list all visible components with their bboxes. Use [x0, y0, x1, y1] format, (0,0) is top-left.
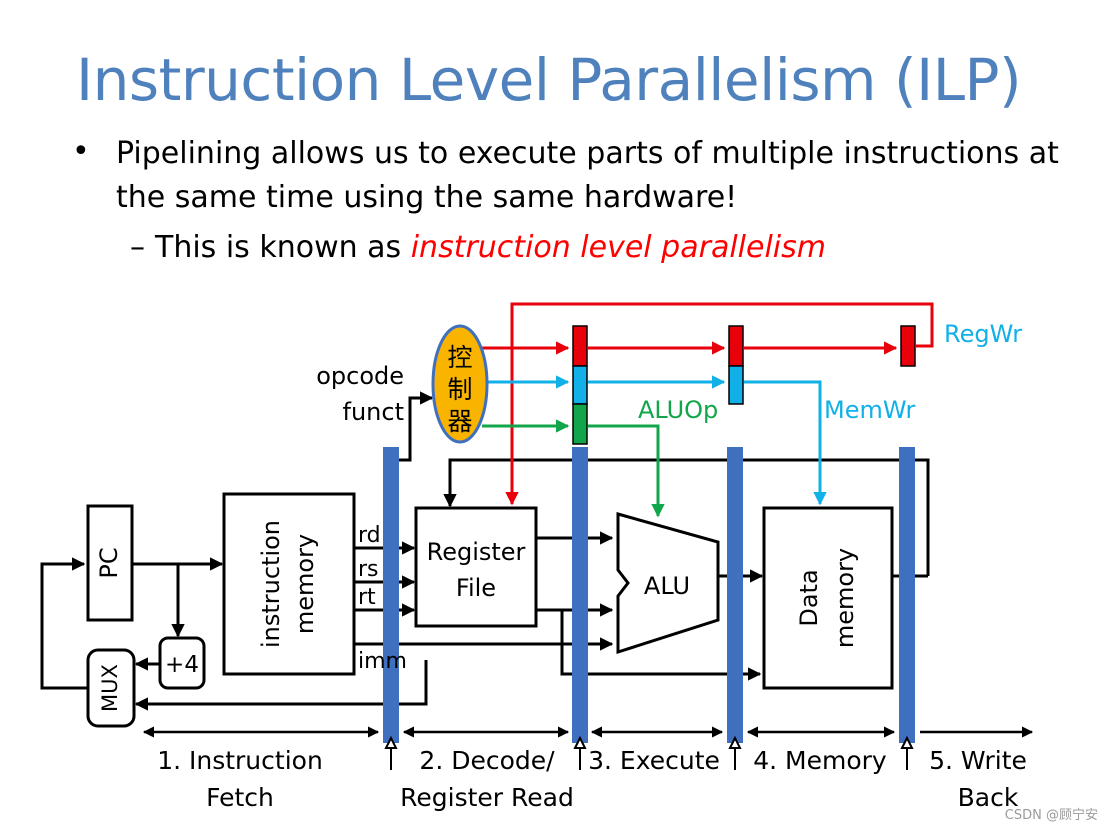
control-unit: 控 制 器: [431, 324, 489, 444]
sub-bullet-prefix: This is known as: [155, 230, 411, 265]
latch-aluop-ex: [572, 403, 588, 445]
pipeline-register-id-ex: [572, 447, 588, 743]
imm-label: imm: [358, 649, 407, 674]
rt-label: rt: [358, 585, 376, 610]
control-unit-char-1: 控: [447, 343, 472, 372]
stage-2-line2: Register Read: [400, 783, 574, 812]
pipeline-register-ex-mem: [727, 447, 743, 743]
regfile-label-2: File: [456, 574, 496, 602]
plus4-adder: [158, 636, 206, 690]
data-memory: [762, 506, 894, 690]
control-unit-char-2: 制: [447, 375, 472, 404]
pc-label: PC: [95, 547, 123, 578]
memwr-label: MemWr: [824, 396, 916, 424]
control-unit-char-3: 器: [447, 407, 472, 436]
plus4-label: +4: [165, 652, 199, 678]
stage-labels: 1. Instruction Fetch 2. Decode/ Register…: [157, 746, 1027, 812]
bullet-marker: •: [72, 134, 90, 169]
sub-bullet-emphasis: instruction level parallelism: [410, 230, 826, 265]
latch-regwr-mem: [728, 325, 744, 367]
rs-label: rs: [358, 557, 379, 582]
latch-memwr-mem: [728, 365, 744, 405]
component-labels: PC +4 MUX instruction memory rd rs rt im…: [95, 362, 859, 712]
clock-arrows: [384, 735, 914, 770]
pipeline-register-if-id: [383, 447, 399, 743]
regwr-label: RegWr: [944, 320, 1022, 348]
dmem-label-2: memory: [831, 548, 859, 648]
alu-block: [616, 512, 720, 655]
sub-bullet-dash: –: [130, 230, 145, 265]
dmem-label-1: Data: [795, 569, 823, 626]
stage-1-line1: 1. Instruction: [157, 746, 323, 775]
pipeline-register-mem-wb: [899, 447, 915, 743]
funct-label: funct: [343, 398, 404, 426]
sub-bullet: –This is known as instruction level para…: [130, 228, 826, 268]
wire-store-data: [560, 610, 762, 681]
bullet-text: Pipelining allows us to execute parts of…: [116, 136, 1059, 215]
latch-memwr-ex: [572, 365, 588, 405]
wire-writeback-loop: [443, 458, 930, 576]
register-file: [414, 506, 538, 628]
stage-5-line1: 5. Write: [929, 746, 1027, 775]
components: [86, 492, 894, 728]
stage-1-line2: Fetch: [206, 783, 274, 812]
rd-label: rd: [358, 523, 381, 548]
mux-label: MUX: [98, 664, 122, 712]
stage-5-line2: Back: [958, 783, 1019, 812]
slide-title: Instruction Level Parallelism (ILP): [76, 46, 1022, 114]
latch-regwr-ex: [572, 325, 588, 367]
imem-label-2: memory: [291, 534, 319, 634]
opcode-label: opcode: [316, 362, 404, 390]
regfile-label-1: Register: [427, 538, 526, 566]
alu-label: ALU: [644, 572, 690, 600]
wire-branch-to-mux: [134, 660, 428, 711]
latch-regwr-wb: [900, 325, 916, 367]
aluop-label: ALUOp: [638, 396, 718, 424]
wire-memwr-3: [744, 380, 827, 506]
wire-opcode-to-control: [392, 391, 434, 462]
watermark: CSDN @顾宁安: [1004, 808, 1098, 823]
pc-register: [86, 504, 134, 622]
mux-block: [86, 648, 136, 728]
stage-2-line1: 2. Decode/: [419, 746, 555, 775]
pipeline-registers: [383, 447, 915, 743]
stage-3-line1: 3. Execute: [588, 746, 720, 775]
wire-regwr-feedback: [505, 302, 934, 506]
instruction-memory: [222, 492, 356, 676]
control-wires: [482, 302, 934, 518]
imem-label-1: instruction: [257, 520, 285, 648]
signal-labels: RegWr ALUOp MemWr: [638, 320, 1022, 424]
control-latches: [572, 325, 916, 445]
stage-4-line1: 4. Memory: [753, 746, 887, 775]
wire-mux-to-pc: [40, 557, 88, 690]
wire-aluop-2: [588, 424, 665, 518]
